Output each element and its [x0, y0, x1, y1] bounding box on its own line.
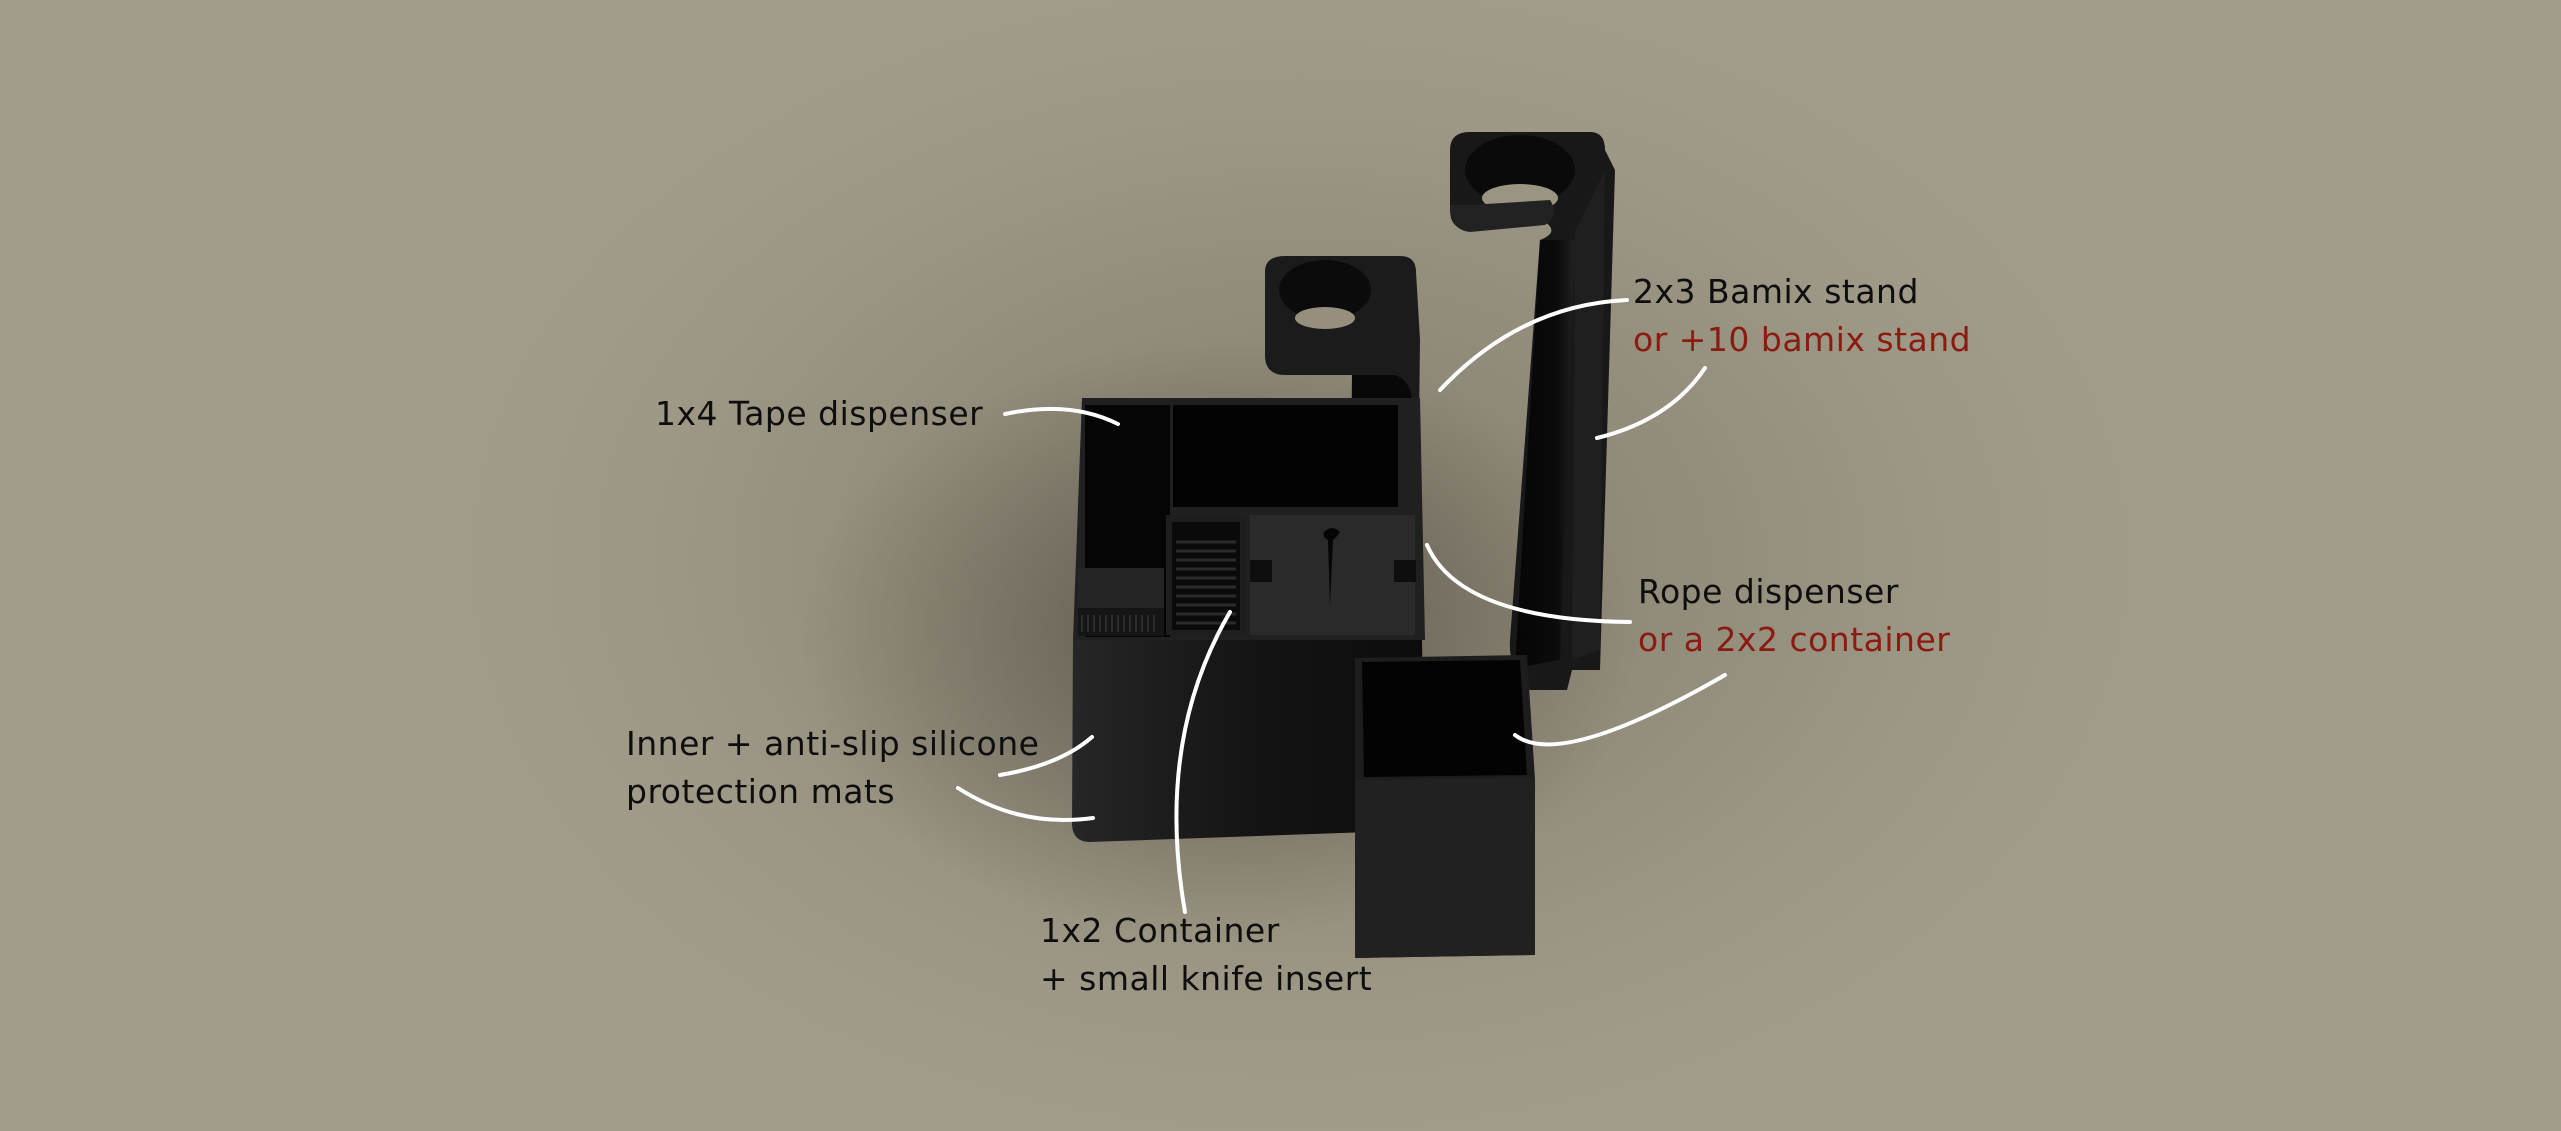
- leader-lines: [956, 298, 1727, 914]
- leader-2x2-container: [1513, 673, 1727, 747]
- callout-silicone-mats-line2: protection mats: [626, 772, 896, 811]
- callout-rope-dispenser-title: Rope dispenser: [1638, 572, 1899, 611]
- callout-container-knife: 1x2 Container + small knife insert: [1040, 907, 1372, 1003]
- leader-rope-dispenser: [1425, 543, 1632, 624]
- callout-container-knife-line1: 1x2 Container: [1040, 911, 1280, 950]
- leader-silicone-mat-outer: [956, 786, 1095, 822]
- leader-silicone-mat-inner: [998, 735, 1094, 777]
- callout-bamix-stand-alt: or +10 bamix stand: [1633, 320, 1972, 359]
- leader-tape-dispenser: [1003, 406, 1120, 426]
- main-organizer-box: [1072, 398, 1425, 842]
- leader-container-knife: [1174, 610, 1232, 914]
- back-compartment: [1173, 405, 1398, 507]
- callout-tape-dispenser: 1x4 Tape dispenser: [655, 390, 983, 438]
- leader-bamix-stand-tall: [1595, 366, 1707, 440]
- callout-bamix-stand-title: 2x3 Bamix stand: [1633, 272, 1919, 311]
- knife-insert-lid: [1250, 515, 1416, 635]
- small-container-grid-insert: [1166, 515, 1246, 635]
- 2x2-container: [1355, 655, 1535, 958]
- callout-rope-dispenser-alt: or a 2x2 container: [1638, 620, 1951, 659]
- callout-container-knife-line2: + small knife insert: [1040, 959, 1373, 998]
- callout-bamix-stand: 2x3 Bamix stand or +10 bamix stand: [1633, 268, 1971, 364]
- leader-bamix-stand-short: [1438, 298, 1629, 392]
- callout-tape-dispenser-title: 1x4 Tape dispenser: [655, 394, 984, 433]
- callout-rope-dispenser: Rope dispenser or a 2x2 container: [1638, 568, 1950, 664]
- tall-bamix-stand: [1450, 132, 1615, 690]
- callout-silicone-mats-line1: Inner + anti-slip silicone: [626, 724, 1040, 763]
- callout-silicone-mats: Inner + anti-slip silicone protection ma…: [626, 720, 1039, 816]
- tape-dispenser-compartment: [1078, 405, 1170, 637]
